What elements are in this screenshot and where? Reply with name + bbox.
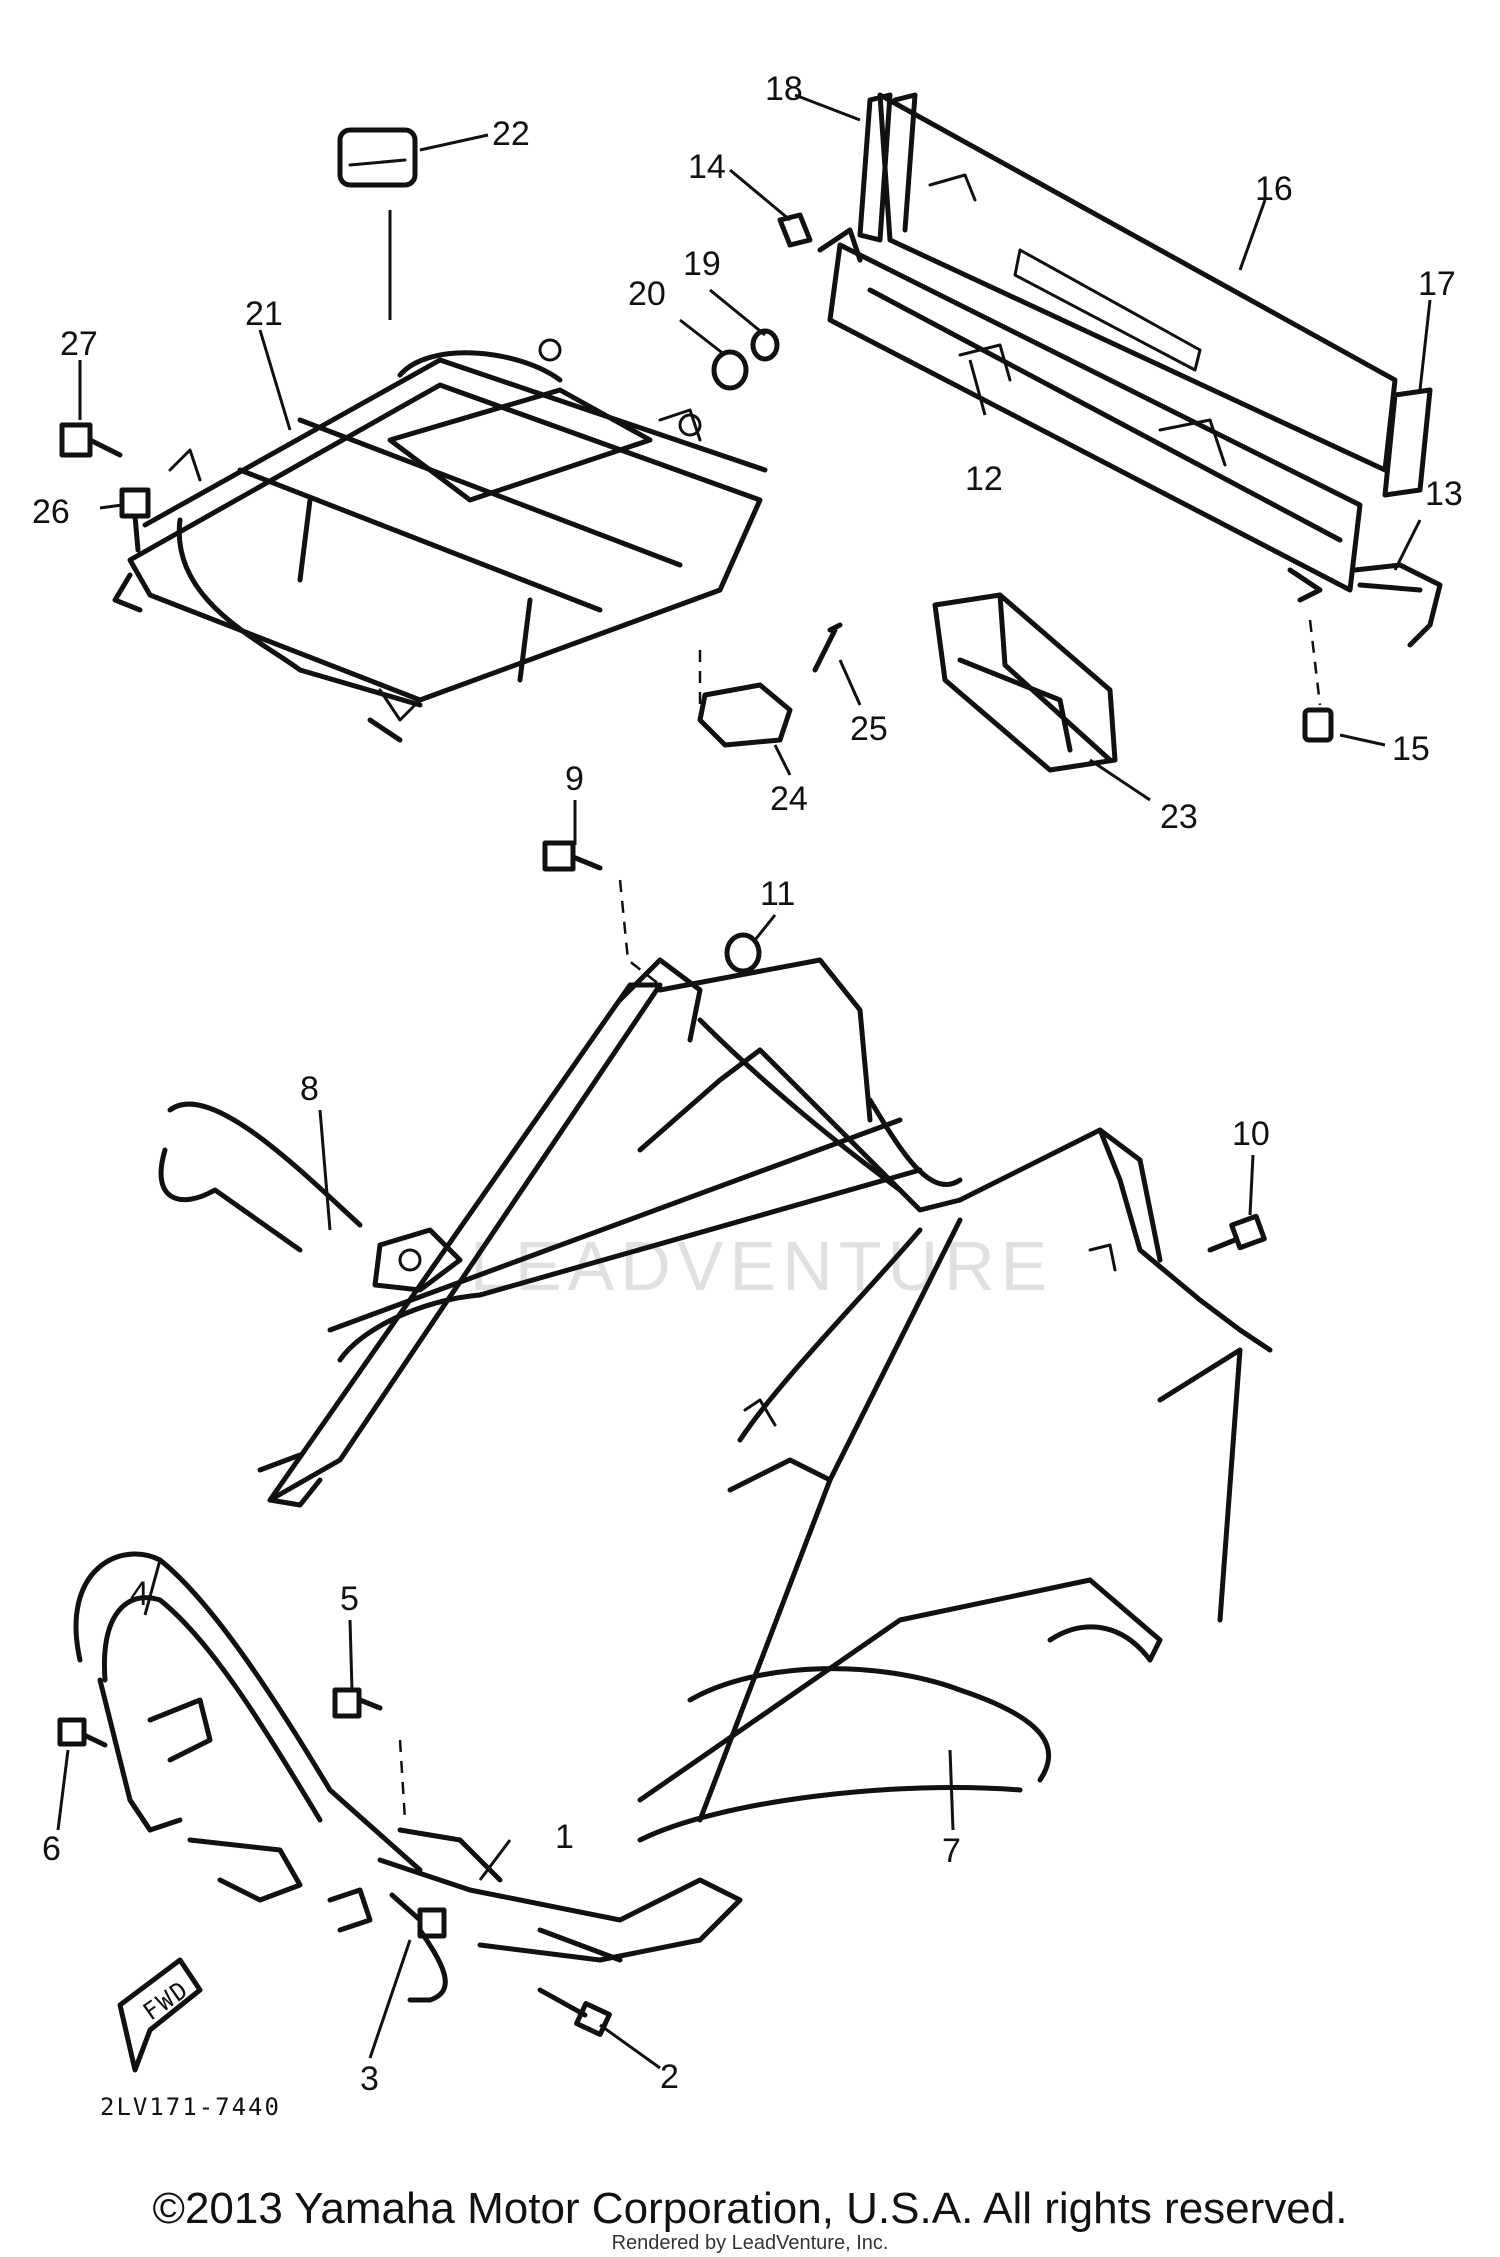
callout-14: 14: [688, 148, 726, 186]
callout-labels: 1 2 3 4 5 6 7 8 9 10 11 12 13 14 15 16 1…: [32, 70, 1463, 2098]
washer-part-19: [750, 328, 780, 362]
callout-19: 19: [683, 245, 721, 283]
callout-8: 8: [300, 1070, 319, 1108]
seat-frame-part-21: [112, 338, 768, 743]
callout-25: 25: [850, 710, 888, 748]
diagram-code: 2LV171-7440: [100, 2093, 281, 2121]
callout-12: 12: [965, 460, 1003, 498]
cap-part-22: [337, 127, 418, 188]
bracket-part-12: [817, 227, 1363, 603]
leader-lines: [56, 93, 1432, 2070]
bracket-part-13: [1352, 562, 1443, 648]
plate-part-24: [697, 650, 793, 748]
bolt-part-9: [542, 840, 661, 986]
callout-6: 6: [42, 1830, 61, 1868]
callout-15: 15: [1392, 730, 1430, 768]
clip-part-14: [777, 212, 813, 248]
watermark: LEADVENTURE: [470, 1227, 1053, 1305]
callout-21: 21: [245, 295, 283, 333]
bolt-part-10: [1207, 1213, 1267, 1253]
bolt-part-3: [389, 1892, 447, 1939]
bolt-part-26: [119, 487, 151, 553]
bolt-part-5: [332, 1687, 407, 1821]
callout-18: 18: [765, 70, 803, 108]
bar-part-4: [73, 1551, 423, 1903]
callout-23: 23: [1160, 798, 1198, 836]
fwd-arrow: FWD: [117, 1957, 203, 2073]
bolt-part-27: [59, 422, 123, 458]
bolt-part-2: [537, 1987, 612, 2037]
block-part-23: [932, 592, 1118, 773]
nut-part-20: [711, 349, 749, 391]
callout-26: 26: [32, 493, 70, 531]
callout-5: 5: [340, 1580, 359, 1618]
frame-part-7: [637, 1047, 1273, 1843]
callout-24: 24: [770, 780, 808, 818]
pad-part-17: [1382, 387, 1433, 498]
screw-part-25: [812, 622, 843, 673]
callout-4: 4: [130, 1575, 149, 1613]
callout-2: 2: [660, 2058, 679, 2096]
callout-3: 3: [360, 2060, 379, 2098]
callout-27: 27: [60, 325, 98, 363]
rendered-by-note: Rendered by LeadVenture, Inc.: [611, 2232, 889, 2254]
callout-1: 1: [555, 1818, 574, 1856]
backrest-part-16: [877, 92, 1398, 473]
bar-part-1: [327, 1827, 743, 2003]
callout-16: 16: [1255, 170, 1293, 208]
callout-7: 7: [942, 1832, 961, 1870]
bolt-part-15: [1302, 619, 1334, 743]
callout-13: 13: [1425, 475, 1463, 513]
bolt-part-6: [57, 1717, 108, 1748]
callout-9: 9: [565, 760, 584, 798]
frame-part-8: [158, 957, 963, 1508]
callout-20: 20: [628, 275, 666, 313]
callout-10: 10: [1232, 1115, 1270, 1153]
pad-part-18: [857, 92, 918, 243]
callout-11: 11: [760, 875, 795, 913]
callout-22: 22: [492, 115, 530, 153]
nut-part-11: [724, 932, 762, 974]
callout-17: 17: [1418, 265, 1456, 303]
copyright-notice: ©2013 Yamaha Motor Corporation, U.S.A. A…: [152, 2184, 1348, 2233]
